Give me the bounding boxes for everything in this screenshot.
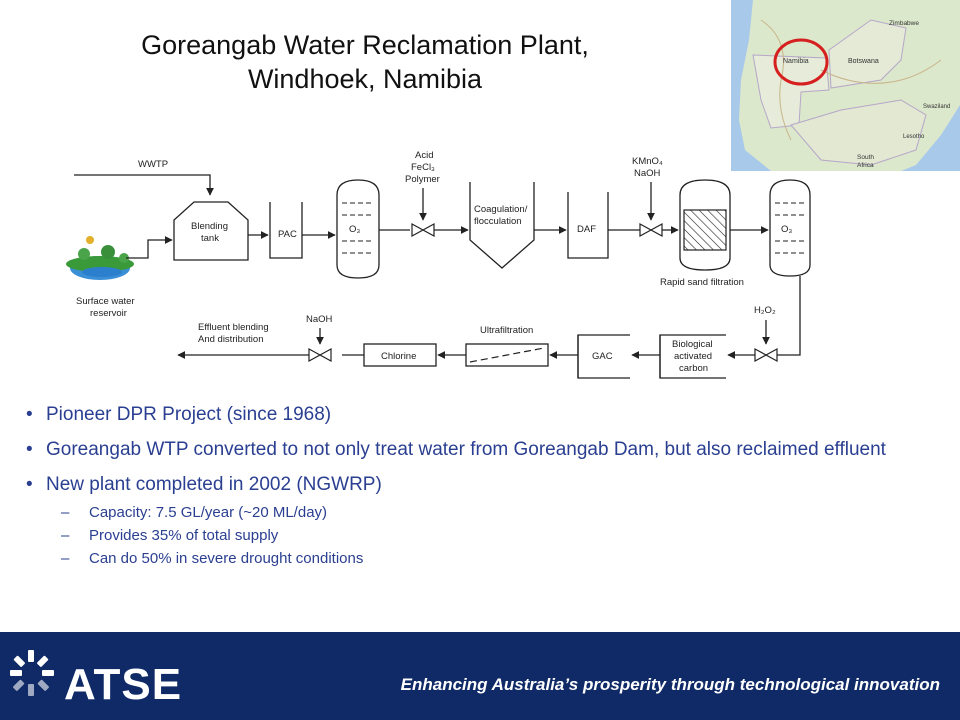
label-acid: Acid [415, 150, 433, 161]
bullet-list: • Pioneer DPR Project (since 1968) • Gor… [26, 402, 926, 572]
sub-bullet-item-3: – Can do 50% in severe drought condition… [26, 549, 926, 569]
southern-africa-map: Namibia Zimbabwe Botswana Swaziland Leso… [731, 0, 960, 171]
sub-bullet-dash: – [61, 504, 70, 521]
label-naoh-bottom: NaOH [306, 314, 333, 325]
valve-3-icon [754, 347, 778, 363]
label-coagulation: Coagulation/ [474, 204, 528, 215]
sub-bullet-dash: – [61, 527, 70, 544]
map-label-namibia: Namibia [783, 58, 809, 65]
sub-bullet-item-1: – Capacity: 7.5 GL/year (~20 ML/day) [26, 503, 926, 523]
map-label-zimbabwe: Zimbabwe [889, 20, 919, 27]
bullet-item-3: • New plant completed in 2002 (NGWRP) [26, 472, 926, 497]
label-biological: Biological [672, 339, 713, 350]
label-h2o2: H₂O₂ [754, 305, 776, 316]
bullet-dot: • [26, 404, 33, 425]
footer-tagline: Enhancing Australia’s prosperity through… [400, 675, 940, 694]
label-ozone-2: O₃ [781, 224, 792, 235]
label-surface-water: Surface water [76, 296, 135, 307]
title-line-1: Goreangab Water Reclamation Plant, [141, 30, 589, 60]
label-chlorine: Chlorine [381, 351, 416, 362]
map-south-africa-region [790, 99, 927, 166]
map-road-2 [820, 59, 942, 84]
atse-star-icon [10, 650, 54, 696]
label-reservoir: reservoir [90, 308, 127, 319]
label-tank: tank [201, 233, 219, 244]
bullet-dot: • [26, 439, 33, 460]
logo-text: ATSE [64, 660, 183, 709]
label-polymer: Polymer [405, 174, 440, 185]
process-flow-graphic: WWTP Surface water reservoir Blending ta… [66, 150, 811, 379]
label-activated: activated [674, 351, 712, 362]
map-road-1 [760, 19, 792, 141]
ozone-column-2-shape [769, 179, 811, 277]
label-gac: GAC [592, 351, 613, 362]
label-effluent-blending: Effluent blending [198, 322, 269, 333]
line-reservoir-to-blending [126, 236, 173, 259]
label-rapid-sand: Rapid sand filtration [660, 277, 744, 288]
map-botswana-region [828, 19, 907, 89]
bullet-text-2: Goreangab WTP converted to not only trea… [46, 439, 886, 460]
sub-bullet-item-2: – Provides 35% of total supply [26, 526, 926, 546]
label-kmno4: KMnO₄ [632, 156, 663, 167]
label-wwtp: WWTP [138, 159, 168, 170]
bullet-item-2: • Goreangab WTP converted to not only tr… [26, 437, 926, 462]
map-label-africa: Africa [857, 162, 874, 169]
slide-title: Goreangab Water Reclamation Plant, Windh… [60, 28, 670, 96]
surface-water-reservoir-icon [66, 236, 134, 280]
map-label-south: South [857, 154, 874, 161]
bullet-item-1: • Pioneer DPR Project (since 1968) [26, 402, 926, 427]
bullet-dot: • [26, 474, 33, 495]
sub-bullet-text-1: Capacity: 7.5 GL/year (~20 ML/day) [89, 504, 328, 521]
label-ultrafiltration: Ultrafiltration [480, 325, 533, 336]
label-blending: Blending [191, 221, 228, 232]
bullet-text-1: Pioneer DPR Project (since 1968) [46, 404, 332, 425]
label-fecl3: FeCl₃ [411, 162, 435, 173]
line-ozone-2-down [777, 276, 801, 356]
daf-tank-shape [567, 192, 609, 259]
map-ocean-east [901, 105, 960, 171]
sub-bullet-dash: – [61, 550, 70, 567]
line-wwtp-to-blending [74, 174, 214, 196]
valve-1-icon [411, 222, 435, 238]
map-label-lesotho: Lesotho [903, 134, 925, 140]
blending-tank-shape [173, 201, 249, 261]
label-ozone-1: O₃ [349, 224, 360, 235]
label-flocculation: flocculation [474, 216, 522, 227]
label-distribution: And distribution [198, 334, 263, 345]
label-carbon: carbon [679, 363, 708, 374]
namibia-highlight-circle [773, 38, 829, 86]
valve-2-icon [639, 222, 663, 238]
label-daf: DAF [577, 224, 596, 235]
map-graphic: Namibia Zimbabwe Botswana Swaziland Leso… [731, 0, 960, 171]
map-ocean-west [731, 0, 771, 171]
title-line-2: Windhoek, Namibia [247, 64, 483, 94]
atse-logo: ATSE [8, 640, 181, 712]
label-pac: PAC [278, 229, 297, 240]
pac-tank-shape [269, 202, 303, 259]
label-naoh-top: NaOH [634, 168, 661, 179]
map-label-swaziland: Swaziland [923, 104, 950, 110]
footer-banner: ATSE Enhancing Australia’s prosperity th… [0, 632, 960, 720]
process-flow-diagram: WWTP Surface water reservoir Blending ta… [60, 140, 820, 390]
map-label-botswana: Botswana [848, 58, 879, 65]
coagulation-tank-shape [469, 182, 535, 269]
uf-membrane-line [469, 347, 545, 363]
valve-4-icon [308, 347, 332, 363]
bullet-text-3: New plant completed in 2002 (NGWRP) [46, 474, 382, 495]
sub-bullet-text-2: Provides 35% of total supply [89, 527, 279, 544]
sub-bullet-text-3: Can do 50% in severe drought conditions [89, 550, 364, 567]
sand-bed-hatch [683, 209, 727, 251]
